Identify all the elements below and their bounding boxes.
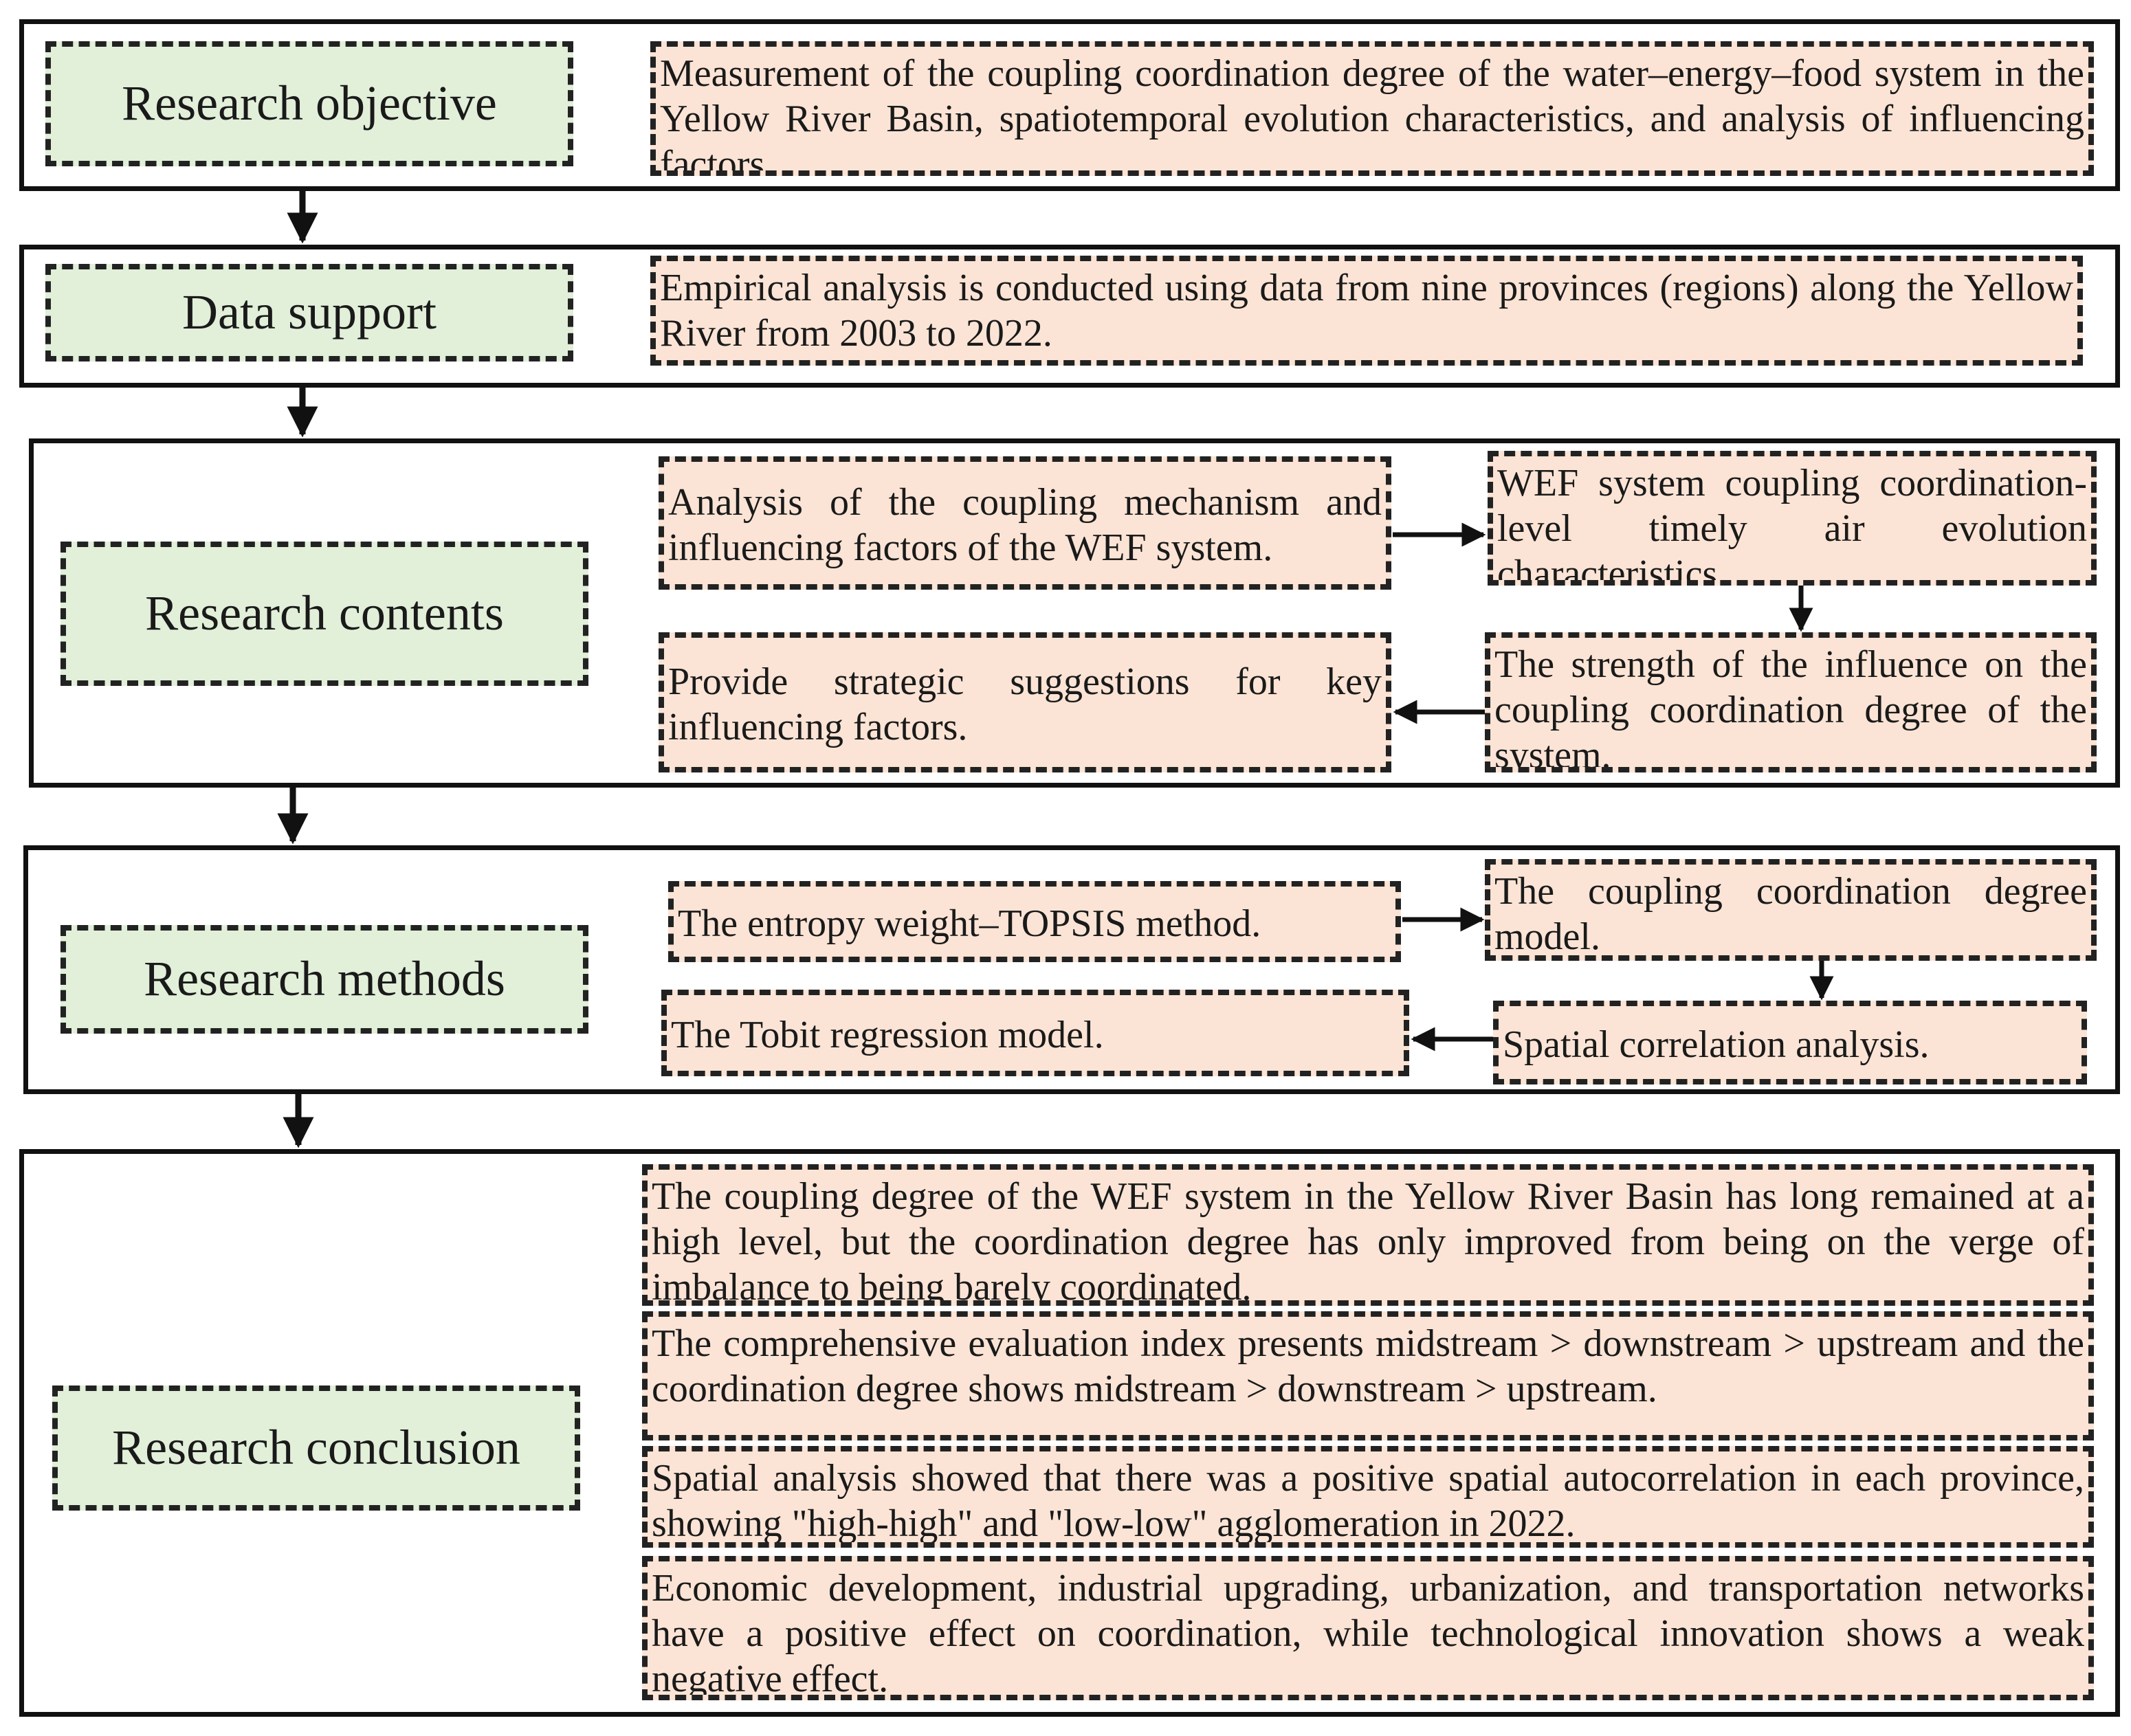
label-data-support: Data support — [45, 264, 573, 361]
box-contents-mechanism: Analysis of the coupling mechanism and i… — [659, 456, 1391, 590]
box-contents-evolution: WEF system coupling coordination-level t… — [1488, 451, 2097, 586]
box-methods-spatial-correlation: Spatial correlation analysis. — [1493, 1001, 2087, 1084]
label-research-conclusion: Research conclusion — [52, 1386, 580, 1511]
box-conclusion-item: Spatial analysis showed that there was a… — [642, 1446, 2094, 1548]
box-methods-entropy-topsis: The entropy weight–TOPSIS method. — [668, 881, 1401, 962]
box-data-text: Empirical analysis is conducted using da… — [650, 256, 2083, 366]
box-objective-text: Measurement of the coupling coordination… — [650, 41, 2094, 176]
label-research-objective: Research objective — [45, 41, 573, 166]
box-contents-influence-strength: The strength of the influence on the cou… — [1485, 632, 2097, 772]
box-conclusion-item: Economic development, industrial upgradi… — [642, 1556, 2094, 1700]
box-conclusion-item: The coupling degree of the WEF system in… — [642, 1164, 2094, 1306]
label-research-contents: Research contents — [60, 542, 588, 686]
label-research-methods: Research methods — [60, 925, 588, 1034]
box-methods-coupling-model: The coupling coordination degree model. — [1485, 859, 2097, 961]
box-methods-tobit: The Tobit regression model. — [661, 990, 1409, 1076]
box-conclusion-item: The comprehensive evaluation index prese… — [642, 1311, 2094, 1440]
box-contents-strategic-suggestions: Provide strategic suggestions for key in… — [659, 632, 1391, 772]
